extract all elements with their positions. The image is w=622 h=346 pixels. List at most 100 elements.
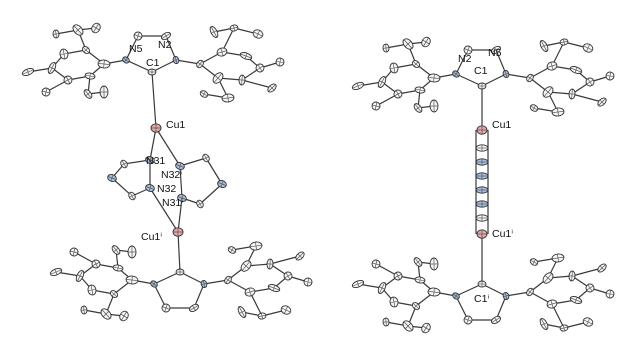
left-atoms xyxy=(21,22,313,322)
atom-left-n31 xyxy=(145,156,155,164)
atom-right-bot-Lt3 xyxy=(413,257,423,267)
atom-right-bot-Lt4 xyxy=(429,257,439,271)
atom-right-bot-Na xyxy=(452,292,460,300)
atom-right-stack-3 xyxy=(475,186,489,194)
atom-left-n31i xyxy=(177,194,187,202)
atom-left-nR xyxy=(217,180,227,188)
atom-left-top-R2 xyxy=(216,47,228,57)
atom-right-bot-R3 xyxy=(569,296,583,304)
label-n32-left: N32 xyxy=(157,183,176,195)
atom-left-top-Rm2 xyxy=(252,29,264,39)
atom-left-bot-L5 xyxy=(91,259,101,269)
label-n5-left: N5 xyxy=(129,43,143,55)
atom-right-top-Cb xyxy=(491,45,501,55)
atom-left-bot-Lm2 xyxy=(80,305,88,315)
atom-right-bot-R6 xyxy=(542,272,554,284)
atom-right-top-L5 xyxy=(393,89,403,99)
bond-left-bot-C1-Nb xyxy=(179,271,205,285)
right-structure: N2 N5 C1 Cu1 Cu1ⁱ C1ⁱ xyxy=(351,36,615,334)
atom-right-top-C1 xyxy=(477,82,487,90)
atom-right-bot-L3 xyxy=(389,296,399,308)
atom-right-bot-Rt4 xyxy=(529,258,539,266)
atom-left-bot-R5 xyxy=(266,258,274,270)
atom-right-bot-R4 xyxy=(585,283,595,293)
bond-right-top-Nb-R1 xyxy=(505,73,531,79)
atom-right-bot-Lt1 xyxy=(351,279,365,289)
atom-left-bot-L6 xyxy=(112,264,124,272)
atom-right-bot-Rm3 xyxy=(539,318,549,330)
atom-left-top-L3 xyxy=(59,48,69,60)
atom-right-top-L4 xyxy=(377,75,387,89)
atom-right-top-R2 xyxy=(546,61,558,71)
atom-right-bot-Lm2 xyxy=(382,317,390,327)
label-c1i-right: C1ⁱ xyxy=(474,293,489,305)
bond-left-top-C1-Na xyxy=(125,59,153,73)
bond-right-bot-R5-Rt2 xyxy=(571,267,603,277)
atom-right-top-Lm3 xyxy=(421,36,431,48)
atom-right-top-R3 xyxy=(569,66,583,74)
atom-right-top-Rt2 xyxy=(597,97,607,107)
label-n2-right: N2 xyxy=(458,53,472,65)
atom-right-top-L2 xyxy=(411,60,421,68)
atom-right-bot-L1 xyxy=(427,287,441,297)
atom-right-top-L1 xyxy=(427,73,441,83)
label-n32i-left: N32ⁱ xyxy=(161,169,182,181)
atom-right-bot-Nb xyxy=(502,292,510,300)
bond-right-top-Nb-Cb xyxy=(495,49,507,75)
atom-right-top-Nb xyxy=(502,70,510,78)
atom-left-bot-L3 xyxy=(87,284,97,296)
atom-left-bot-Rm1 xyxy=(257,312,267,320)
label-n31-left: N31 xyxy=(146,155,165,167)
atom-left-bot-Nb xyxy=(200,280,208,288)
atom-left-bot-R2 xyxy=(244,287,256,297)
atom-left-bot-Rt4 xyxy=(227,246,237,254)
atom-left-bot-C1 xyxy=(175,268,185,276)
atom-right-top-Rm2 xyxy=(582,43,594,53)
bond-right-bot-C1-Na xyxy=(455,283,483,297)
atom-right-bot-Lm3 xyxy=(421,322,431,334)
atom-left-bot-Lt3 xyxy=(111,245,121,255)
atom-left-top-Rm1 xyxy=(229,24,239,32)
atom-left-top-Rt2 xyxy=(267,83,277,93)
atom-right-bot-Rm2 xyxy=(582,317,594,327)
atom-left-bot-R4 xyxy=(283,271,293,281)
atom-right-bot-Rt2 xyxy=(597,263,607,273)
atom-right-top-Lm1 xyxy=(402,38,414,50)
atom-right-bot-R5 xyxy=(568,270,576,282)
atom-left-top-Nb xyxy=(172,56,180,64)
atom-right-top-R4 xyxy=(585,77,595,87)
atom-left-cL0 xyxy=(120,159,128,169)
atom-right-stack-1 xyxy=(475,158,489,166)
atom-left-top-R6 xyxy=(212,72,224,84)
atom-left-top-Rt1 xyxy=(275,57,285,67)
atom-left-top-Lm2 xyxy=(52,29,60,39)
atom-right-bot-L4 xyxy=(377,281,387,295)
atom-right-top-Lt4 xyxy=(429,99,439,113)
bond-left-c1-cu1 xyxy=(151,71,157,129)
bond-left-c1i-cu1i xyxy=(177,231,181,273)
bond-right-bot-Nb-R1 xyxy=(505,291,531,297)
atom-right-top-L6 xyxy=(414,86,426,94)
bond-left-top-Nb-R1 xyxy=(175,59,201,65)
atom-right-cu1 xyxy=(476,125,488,135)
bond-left-core-0 xyxy=(149,127,157,161)
atom-left-bot-Rm3 xyxy=(237,306,247,318)
bond-left-core-3 xyxy=(179,165,183,199)
bond-left-bot-R5-Rt2 xyxy=(269,255,301,265)
bond-left-core-11 xyxy=(205,157,223,185)
atom-left-bot-Na xyxy=(150,280,158,288)
atom-right-bot-C1 xyxy=(477,280,487,288)
atom-left-top-R4 xyxy=(255,63,265,73)
atom-left-cu1i xyxy=(172,227,184,237)
right-atoms xyxy=(351,36,615,334)
atom-right-top-R5 xyxy=(568,88,576,100)
atom-left-bot-Cb xyxy=(189,303,199,313)
atom-left-top-C1 xyxy=(147,68,157,76)
atom-right-top-Rt1 xyxy=(605,71,615,81)
atom-left-n32i xyxy=(175,162,185,170)
bond-right-bot-Na-Ca xyxy=(455,295,469,321)
atom-left-cu1 xyxy=(150,123,162,133)
atom-left-top-R5 xyxy=(238,74,246,86)
atom-left-bot-Lt1 xyxy=(49,267,63,277)
